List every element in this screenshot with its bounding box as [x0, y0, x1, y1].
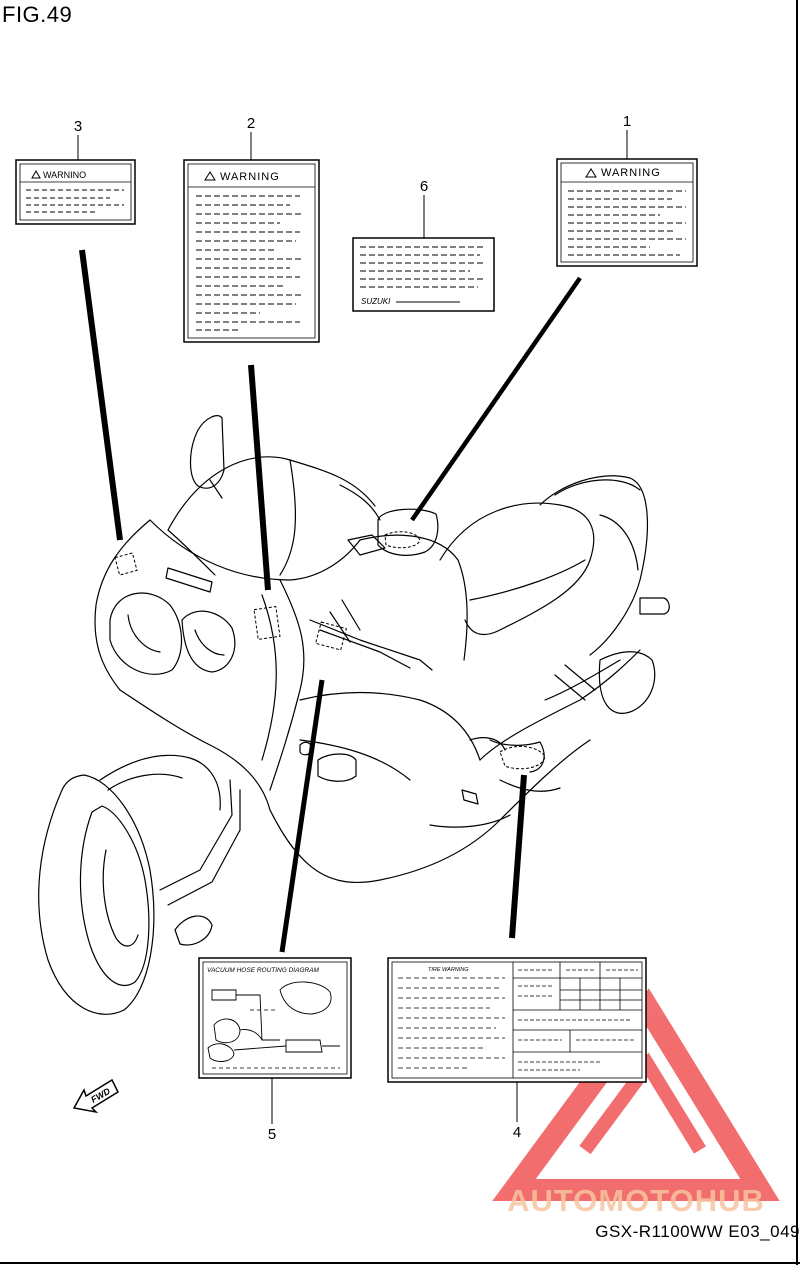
label-6-info: SUZUKI	[352, 237, 495, 312]
callout-1: 1	[622, 113, 632, 130]
callout-5: 5	[267, 1126, 277, 1143]
label-6-brand: SUZUKI	[361, 297, 391, 306]
label-locations	[114, 531, 546, 770]
label-3-heading: WARNINO	[43, 170, 86, 180]
label-5-vacuum-diagram: VACUUM HOSE ROUTING DIAGRAM	[198, 957, 352, 1079]
label-5-heading: VACUUM HOSE ROUTING DIAGRAM	[207, 967, 320, 974]
label-4-tire-info: TIRE WARNING	[387, 957, 647, 1083]
figure-title: FIG.49	[2, 2, 73, 27]
label-1-heading: WARNING	[601, 167, 661, 179]
callout-3: 3	[73, 118, 83, 135]
label-2-warning: WARNING	[183, 159, 320, 343]
callout-2: 2	[246, 115, 256, 132]
label-4-heading: TIRE WARNING	[428, 967, 469, 973]
watermark-brand: AUTOMOTOHUB	[507, 1183, 765, 1218]
callout-4: 4	[512, 1124, 522, 1141]
callout-6: 6	[419, 178, 429, 195]
watermark-logo	[492, 988, 780, 1201]
motorcycle-drawing	[38, 415, 670, 1015]
pointer-lines	[79, 249, 582, 953]
model-code: GSX-R1100WW E03_049	[595, 1222, 800, 1241]
label-2-heading: WARNING	[220, 171, 280, 183]
label-1-warning: WARNING	[556, 158, 698, 267]
label-3-warning: WARNINO	[15, 159, 136, 225]
callout-leaders	[77, 130, 628, 1124]
fwd-arrow: FWD	[72, 1078, 119, 1114]
